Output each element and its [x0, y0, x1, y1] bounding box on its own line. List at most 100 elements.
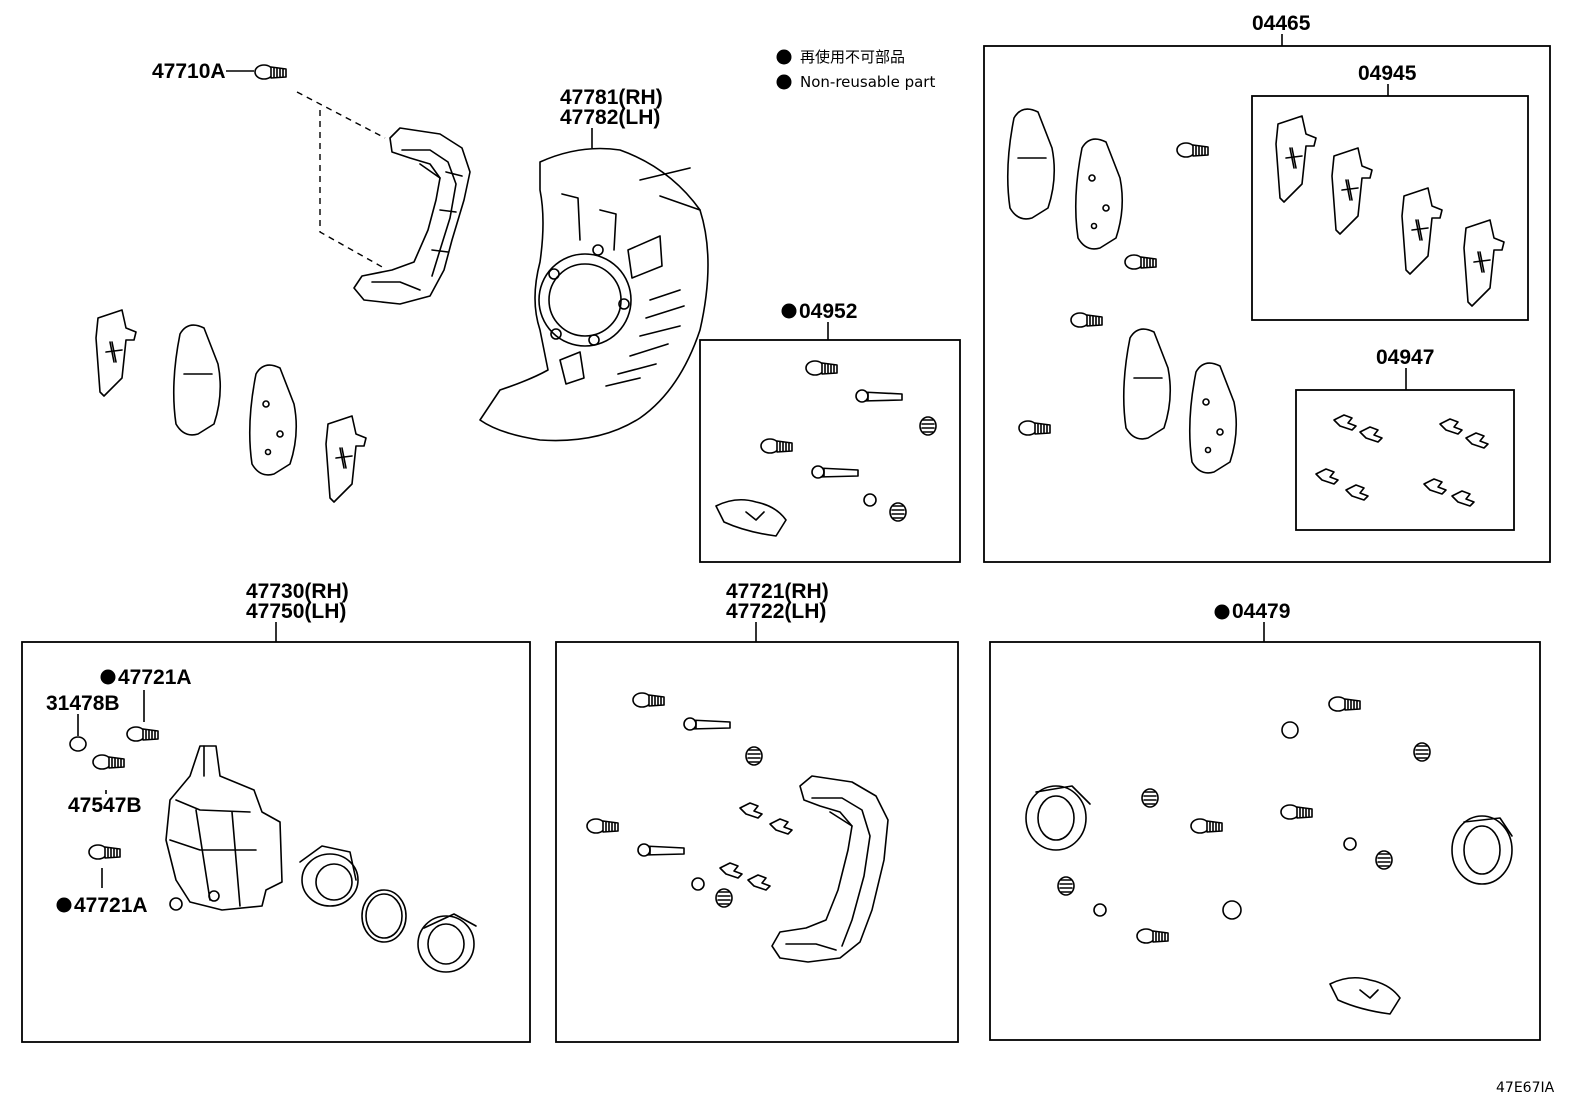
brake-pad-icon: [1122, 328, 1172, 440]
caliper-body-icon: [165, 745, 283, 911]
bolt-icon: [1190, 818, 1223, 834]
label-04465[interactable]: 04465: [1252, 12, 1311, 35]
group-dust-shield: 47781(RH) 47782(LH): [479, 86, 709, 442]
pad-clip-icon: [1359, 426, 1383, 443]
caliper-bracket-icon: [353, 127, 471, 305]
bolt-icon: [1328, 696, 1361, 712]
non-reusable-dot-icon: [1214, 604, 1230, 620]
box-04479: [989, 641, 1541, 1041]
label-47782[interactable]: 47782(LH): [560, 106, 660, 129]
anti-squeal-shim-icon: [1275, 115, 1317, 203]
boot-icon: [1375, 850, 1393, 870]
guide-pin-icon: [683, 717, 731, 731]
anti-squeal-shim-icon: [95, 309, 137, 397]
piston-seal-icon: [361, 889, 407, 943]
pad-set-left: [95, 309, 367, 503]
group-04465: 04465 04945 04947: [983, 12, 1551, 563]
pad-clip-icon: [1423, 478, 1447, 495]
bolt-icon: [1018, 420, 1051, 436]
bolt-47721A-icon: [126, 726, 159, 742]
box-caliper: [21, 641, 531, 1043]
label-47721A-top[interactable]: 47721A: [118, 666, 192, 689]
boot-icon: [1057, 876, 1075, 896]
mounting-bracket-icon: [771, 775, 889, 963]
boot-icon: [715, 888, 733, 908]
ring-icon: [691, 877, 705, 891]
diagram-code: 47E67IA: [1496, 1080, 1555, 1096]
grease-pack-icon: [1329, 976, 1401, 1015]
anti-squeal-shim-icon: [1331, 147, 1373, 235]
bolt-icon: [1070, 312, 1103, 328]
non-reusable-dot-icon: [100, 669, 116, 685]
pad-clip-icon: [739, 802, 763, 819]
pad-clip-icon: [1315, 468, 1339, 485]
group-04479: 04479: [989, 600, 1541, 1041]
pad-clip-icon: [1465, 432, 1489, 449]
pad-clip-icon: [1345, 484, 1369, 501]
label-47722[interactable]: 47722(LH): [726, 600, 826, 623]
brake-pad-icon: [172, 324, 222, 436]
bolt-icon: [805, 360, 838, 376]
pad-clip-icon: [719, 862, 743, 879]
box-04465: [983, 45, 1551, 563]
bolt-icon: [1124, 254, 1157, 270]
label-47730[interactable]: 47730(RH): [246, 580, 349, 603]
pad-clip-icon: [1333, 414, 1357, 431]
legend-dot-icon: [776, 74, 792, 90]
label-47547B[interactable]: 47547B: [68, 794, 142, 817]
brake-pad-icon: [1074, 138, 1124, 250]
boot-icon: [919, 416, 937, 436]
bolt-icon: [1280, 804, 1313, 820]
legend-dot-icon: [776, 49, 792, 65]
label-47781[interactable]: 47781(RH): [560, 86, 663, 109]
non-reusable-dot-icon: [56, 897, 72, 913]
legend-japanese: 再使用不可部品: [800, 48, 905, 66]
non-reusable-dot-icon: [781, 303, 797, 319]
pad-clip-icon: [769, 818, 793, 835]
guide-pin-icon: [811, 465, 859, 479]
legend-english: Non-reusable part: [800, 73, 935, 91]
brake-pad-icon: [248, 364, 298, 476]
plug-31478B-icon: [69, 736, 87, 752]
label-04479[interactable]: 04479: [1232, 600, 1290, 623]
label-47710A[interactable]: 47710A: [152, 60, 226, 83]
cylinder-boot-icon: [1025, 785, 1091, 851]
label-47750[interactable]: 47750(LH): [246, 600, 346, 623]
group-mounting: 47721(RH) 47722(LH): [555, 580, 959, 1043]
bolt-icon: [760, 438, 793, 454]
pad-clip-icon: [1439, 418, 1463, 435]
boot-icon: [1413, 742, 1431, 762]
anti-squeal-shim-icon: [1463, 219, 1505, 307]
anti-squeal-shim-icon: [325, 415, 367, 503]
group-04952: 04952: [699, 300, 961, 563]
piston-icon: [299, 845, 359, 907]
ring-icon: [863, 493, 877, 507]
label-47721A-bottom[interactable]: 47721A: [74, 894, 148, 917]
group-47710A: 47710A: [152, 60, 471, 305]
brake-pad-icon: [1006, 108, 1056, 220]
cap-icon: [1281, 721, 1299, 739]
bolt-icon: [632, 692, 665, 708]
anti-squeal-shim-icon: [1401, 187, 1443, 275]
label-31478B[interactable]: 31478B: [46, 692, 120, 715]
cap-icon: [1222, 900, 1242, 920]
cylinder-boot-icon: [417, 913, 477, 973]
box-mounting: [555, 641, 959, 1043]
group-caliper: 47730(RH) 47750(LH) 47721A 31478B 47547B…: [21, 580, 531, 1043]
legend: 再使用不可部品 Non-reusable part: [776, 48, 935, 91]
grease-pack-icon: [715, 498, 787, 537]
label-04947[interactable]: 04947: [1376, 346, 1434, 369]
pad-clip-icon: [1451, 490, 1475, 507]
box-04952: [699, 339, 961, 563]
bolt-47721A-icon: [88, 844, 121, 860]
label-04945[interactable]: 04945: [1358, 62, 1417, 85]
box-04947: [1295, 389, 1515, 531]
guide-pin-icon: [855, 389, 903, 403]
label-47721[interactable]: 47721(RH): [726, 580, 829, 603]
bolt-icon: [1176, 142, 1209, 158]
bleeder-plug-icon: [92, 754, 125, 770]
boot-icon: [889, 502, 907, 522]
label-04952[interactable]: 04952: [799, 300, 857, 323]
box-04945: [1251, 95, 1529, 321]
